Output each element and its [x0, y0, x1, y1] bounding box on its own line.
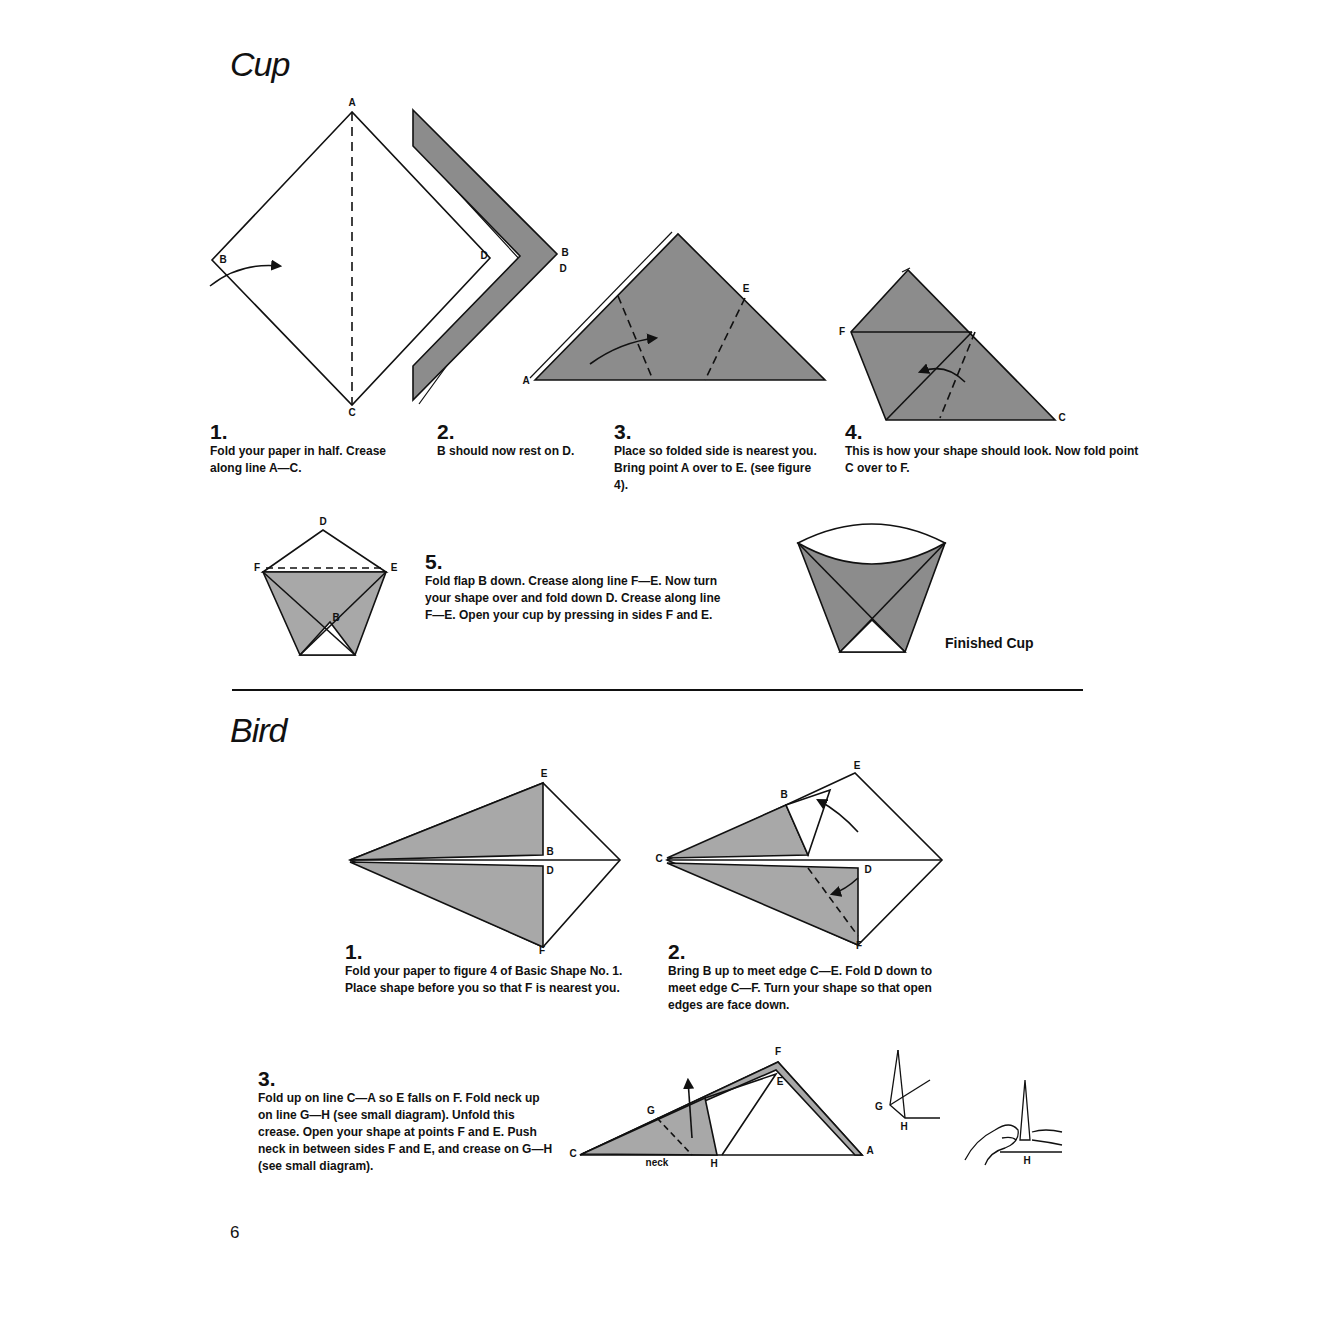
point-letter: F — [775, 1045, 781, 1059]
cup-fold — [263, 530, 386, 655]
step-text: Fold flap B down. Crease along line F—E.… — [425, 573, 725, 624]
step-text: Fold up on line C—A so E falls on F. Fol… — [258, 1090, 553, 1175]
point-letter: D — [546, 864, 553, 878]
heading: Cup — [230, 42, 289, 88]
point-letter: A — [348, 96, 355, 110]
point-letter: G — [875, 1100, 883, 1114]
point-letter: D — [559, 262, 566, 276]
triangle-fold — [530, 232, 825, 380]
point-letter: F — [856, 939, 862, 953]
step-number: 3. — [614, 418, 632, 446]
folded-triangle — [413, 110, 557, 404]
step-number: 1. — [345, 938, 363, 966]
kite-fold — [667, 773, 942, 945]
point-letter: B — [780, 788, 787, 802]
point-letter: B — [332, 611, 339, 625]
point-letter: E — [541, 767, 548, 781]
point-letter: D — [480, 249, 487, 263]
step-number: 4. — [845, 418, 863, 446]
step-number: 1. — [210, 418, 228, 446]
step-number: 3. — [258, 1065, 276, 1093]
point-letter: C — [1058, 411, 1065, 425]
point-letter: C — [348, 406, 355, 420]
step-number: 5. — [425, 548, 443, 576]
point-letter: E — [391, 561, 398, 575]
point-letter: B — [219, 253, 226, 267]
point-letter: H — [1023, 1154, 1030, 1168]
kite-shape — [350, 783, 620, 947]
part-label: neck — [646, 1156, 669, 1170]
step-number: 2. — [437, 418, 455, 446]
shape-fig4 — [851, 268, 1055, 420]
point-letter: A — [866, 1144, 873, 1158]
hands-illustration — [965, 1080, 1062, 1165]
point-letter: F — [839, 325, 845, 339]
step-text: This is how your shape should look. Now … — [845, 443, 1145, 477]
point-letter: H — [900, 1120, 907, 1134]
step-text: Fold your paper in half. Crease along li… — [210, 443, 415, 477]
point-letter: C — [655, 852, 662, 866]
bird-body — [580, 1062, 862, 1155]
step-text: Fold your paper to figure 4 of Basic Sha… — [345, 963, 645, 997]
point-letter: D — [319, 515, 326, 529]
point-letter: B — [546, 845, 553, 859]
neck-small-diagram — [890, 1050, 940, 1118]
heading: Bird — [230, 708, 286, 754]
step-text: B should now rest on D. — [437, 443, 607, 460]
point-letter: A — [522, 374, 529, 388]
point-letter: E — [743, 282, 750, 296]
point-letter: F — [539, 944, 545, 958]
point-letter: H — [710, 1157, 717, 1171]
point-letter: B — [561, 246, 568, 260]
page-number: 6 — [230, 1222, 239, 1245]
point-letter: E — [854, 759, 861, 773]
point-letter: D — [864, 863, 871, 877]
divider-rule — [232, 689, 1083, 691]
point-letter: E — [777, 1075, 784, 1089]
point-letter: F — [254, 561, 260, 575]
step-text: Place so folded side is nearest you. Bri… — [614, 443, 819, 494]
step-number: 2. — [668, 938, 686, 966]
point-letter: G — [647, 1104, 655, 1118]
finished-cup — [798, 524, 945, 652]
caption: Finished Cup — [945, 634, 1034, 653]
step-text: Bring B up to meet edge C—E. Fold D down… — [668, 963, 958, 1014]
point-letter: C — [569, 1147, 576, 1161]
